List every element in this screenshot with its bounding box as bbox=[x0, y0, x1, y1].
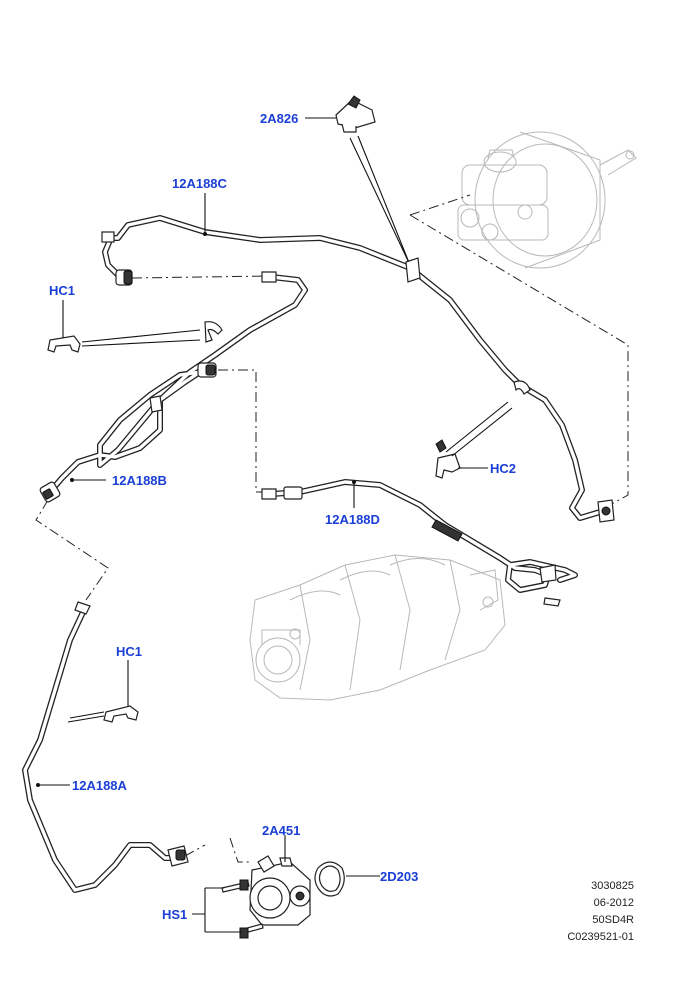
illustration-number: 3030825 bbox=[591, 880, 634, 892]
model-code: 50SD4R bbox=[592, 914, 634, 926]
callout-2a451: 2A451 bbox=[262, 823, 301, 838]
callout-12a188c: 12A188C bbox=[172, 176, 227, 191]
hose-12a188a bbox=[22, 601, 189, 893]
callout-12a188a: 12A188A bbox=[72, 778, 127, 793]
callout-leaders bbox=[36, 193, 356, 787]
clip-hc1-top bbox=[47, 300, 223, 353]
hose-12a188b bbox=[39, 271, 308, 503]
callout-12a188d: 12A188D bbox=[325, 512, 380, 527]
reference-code: C0239521-01 bbox=[567, 931, 634, 943]
hose-12a188d bbox=[261, 479, 578, 607]
alignment-lines bbox=[35, 194, 629, 863]
clip-hc1-bottom bbox=[67, 660, 139, 723]
callout-hc1-bottom: HC1 bbox=[116, 644, 143, 659]
vacuum-pump-assembly bbox=[192, 835, 380, 939]
brake-booster-ghost bbox=[457, 131, 637, 269]
callout-2d203: 2D203 bbox=[380, 869, 419, 884]
clip-2a826 bbox=[305, 95, 421, 283]
hose-12a188c bbox=[101, 215, 615, 523]
clip-hc2 bbox=[435, 380, 531, 479]
callout-12a188b: 12A188B bbox=[112, 473, 167, 488]
callout-2a826: 2A826 bbox=[260, 111, 299, 126]
intake-manifold-ghost bbox=[249, 554, 506, 701]
callout-hs1: HS1 bbox=[162, 907, 188, 922]
illustration-date: 06-2012 bbox=[593, 897, 634, 909]
callout-hc1-top: HC1 bbox=[49, 283, 76, 298]
callout-hc2: HC2 bbox=[490, 461, 517, 476]
